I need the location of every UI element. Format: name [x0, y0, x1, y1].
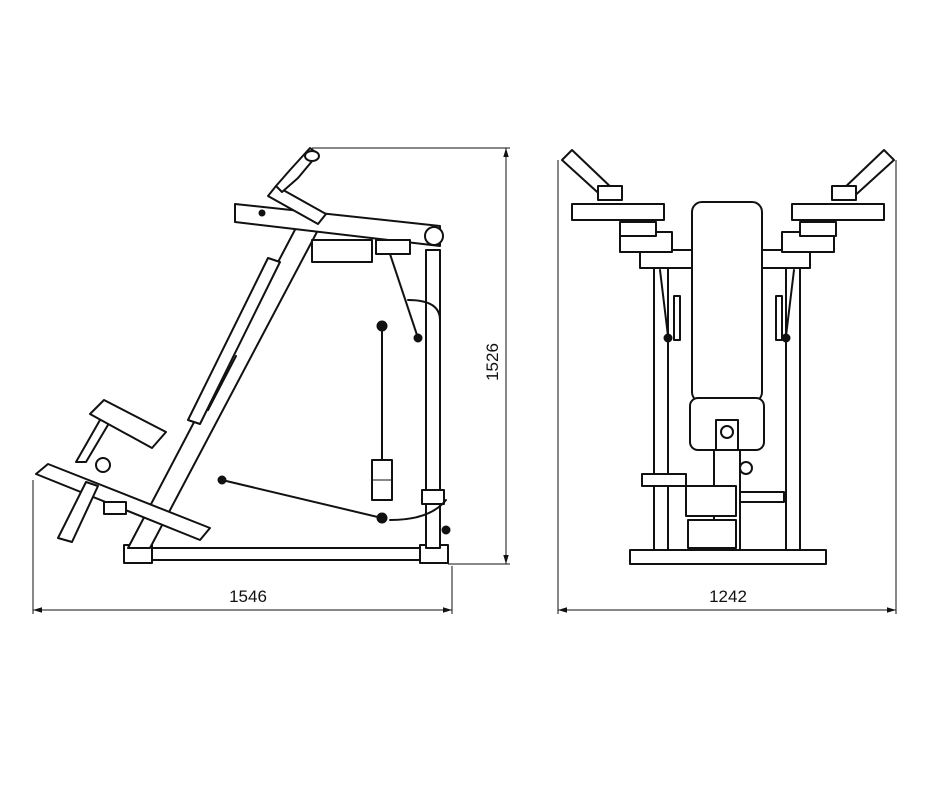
side-lower-link — [221, 479, 383, 519]
front-arm-right — [791, 203, 885, 221]
front-pulley-left — [663, 333, 673, 343]
side-lower-pivot — [217, 475, 227, 485]
side-column-pad — [207, 355, 237, 411]
dim-label-side-width: 1546 — [229, 587, 267, 606]
side-view: 1546 1526 — [32, 147, 510, 614]
side-upright-bracket — [421, 489, 445, 505]
side-top-beam — [234, 203, 441, 247]
front-cable-left — [659, 269, 669, 337]
dim-label-side-height: 1526 — [483, 343, 502, 381]
side-handle-arm — [267, 185, 327, 225]
side-lower-cam — [389, 499, 447, 521]
front-weight-stack-low — [687, 519, 737, 549]
side-beam-bracket-2 — [375, 239, 411, 255]
side-beam-bolt — [258, 209, 266, 217]
front-foot-bar — [641, 473, 687, 487]
front-pulley-right — [781, 333, 791, 343]
side-back-pad — [187, 257, 281, 425]
front-guide-left — [673, 295, 681, 341]
side-lower-roller — [441, 525, 451, 535]
side-link-rod — [389, 253, 419, 339]
front-weight-stack — [685, 485, 737, 517]
front-cross-bar — [739, 491, 785, 503]
side-pulley-rear — [413, 333, 423, 343]
front-back-pad — [691, 201, 763, 403]
front-handle-collar-left — [597, 185, 623, 201]
side-seat-knob — [95, 457, 111, 473]
front-handle-collar-right — [831, 185, 857, 201]
side-foot-bar — [57, 481, 99, 543]
side-foot-bracket — [103, 501, 127, 515]
front-cable-right — [785, 269, 795, 337]
side-inclined-column — [127, 223, 319, 549]
front-arm-joint-left — [619, 221, 657, 237]
front-seat-knob — [720, 425, 734, 439]
side-base-rail — [127, 547, 449, 561]
front-adjust-knob — [739, 461, 753, 475]
side-rear-upright — [425, 249, 441, 549]
side-pivot-top — [424, 226, 444, 246]
front-guide-right — [775, 295, 783, 341]
dim-label-front-width: 1242 — [709, 587, 747, 606]
front-upright-left — [653, 265, 669, 551]
side-seat — [89, 399, 167, 449]
front-arm-left — [571, 203, 665, 221]
side-handle-end — [304, 150, 320, 162]
side-cam — [407, 299, 441, 321]
front-arm-joint-right — [799, 221, 837, 237]
side-beam-bracket — [311, 239, 373, 263]
side-pulley-top — [376, 320, 388, 332]
front-view: 1242 — [557, 149, 897, 614]
front-upright-right — [785, 265, 801, 551]
front-base — [629, 549, 827, 565]
